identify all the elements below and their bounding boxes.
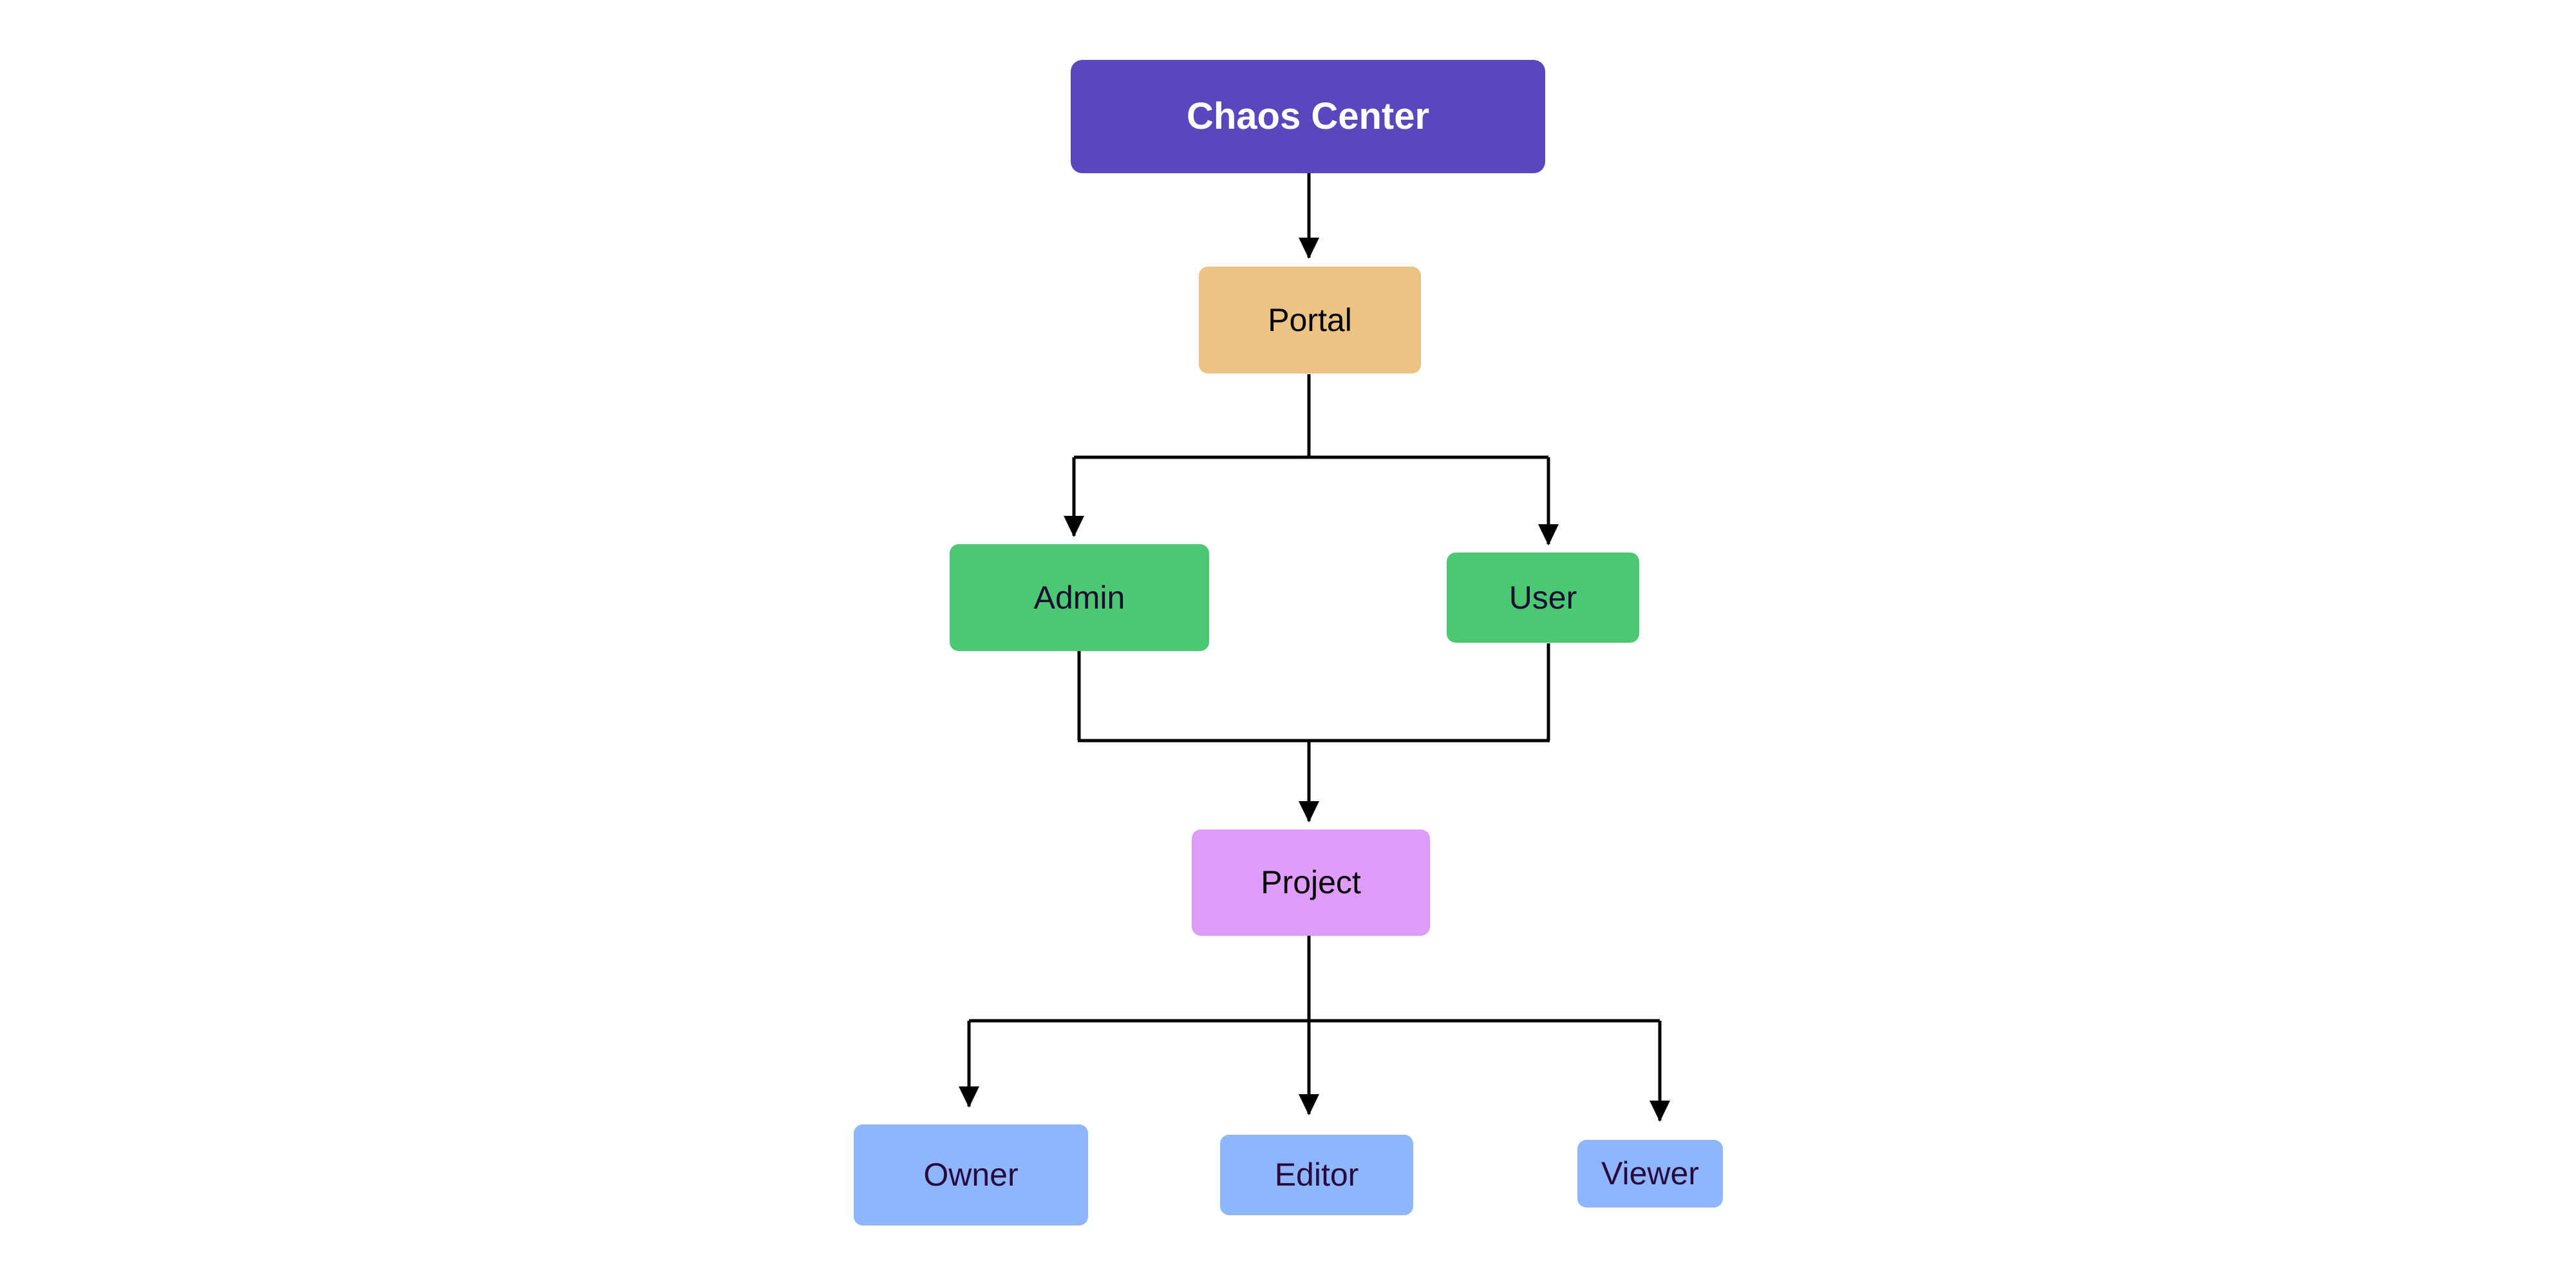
node-chaos-center-label: Chaos Center [1186, 95, 1430, 138]
node-portal[interactable]: Portal [1199, 267, 1421, 374]
node-user-label: User [1509, 579, 1577, 616]
node-user[interactable]: User [1447, 553, 1639, 643]
node-chaos-center[interactable]: Chaos Center [1071, 60, 1545, 173]
node-admin-label: Admin [1033, 579, 1125, 616]
node-owner-label: Owner [923, 1157, 1019, 1193]
node-admin[interactable]: Admin [950, 544, 1209, 651]
node-viewer[interactable]: Viewer [1577, 1140, 1723, 1208]
node-owner[interactable]: Owner [854, 1124, 1088, 1226]
node-editor[interactable]: Editor [1220, 1135, 1413, 1215]
node-editor-label: Editor [1274, 1157, 1359, 1193]
node-project-label: Project [1261, 864, 1361, 900]
node-portal-label: Portal [1268, 301, 1352, 338]
node-project[interactable]: Project [1192, 829, 1430, 936]
node-viewer-label: Viewer [1601, 1155, 1699, 1191]
